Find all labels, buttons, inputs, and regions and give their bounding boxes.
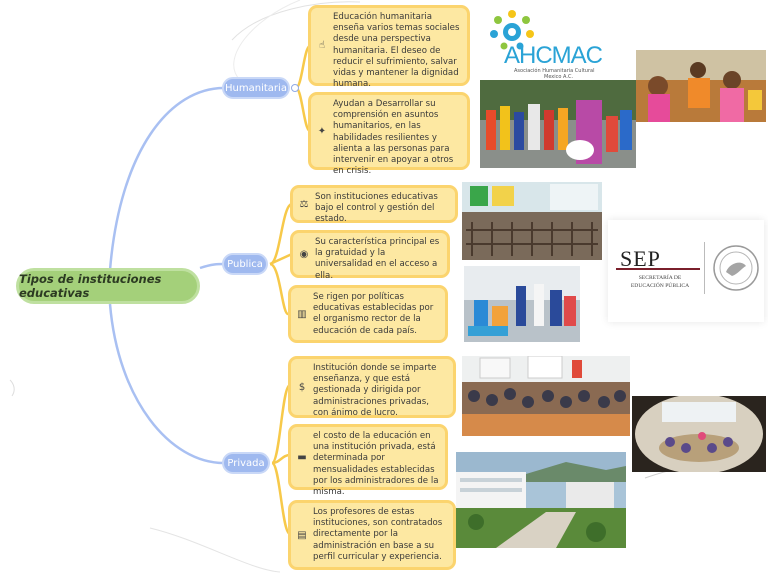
photo-volunteers-graphic [480, 80, 636, 168]
sep-logo-name: SEP [620, 246, 661, 271]
root-topic-label: Tipos de instituciones educativas [19, 272, 162, 300]
card-humanitaria-1[interactable]: ☝ Educación humanitaria enseña varios te… [308, 5, 470, 89]
sep-logo-line1: SECRETARÍA DE [638, 275, 682, 281]
person-icon: ✦ [317, 125, 327, 137]
photo-private-classroom-graphic [462, 356, 630, 436]
ahcmac-logo-name: AHCMAC [504, 42, 603, 69]
card-privada-1[interactable]: $ Institución donde se imparte enseñanza… [288, 356, 456, 418]
photo-volunteers [480, 80, 636, 168]
photo-students [464, 266, 580, 342]
eye-icon: ◉ [299, 248, 309, 260]
branch-humanitaria[interactable]: Humanitaria [222, 77, 290, 99]
branch-publica-label: Publica [227, 258, 263, 270]
photo-classroom-graphic [462, 182, 602, 260]
link-publica-card-2 [269, 252, 293, 266]
sep-logo: SEP SECRETARÍA DE EDUCACIÓN PÚBLICA [608, 220, 764, 322]
sep-seal-graphic [713, 245, 759, 291]
card-privada-3-text: Los profesores de estas instituciones, s… [313, 507, 443, 562]
link-root-privada [108, 303, 225, 465]
hand-icon: ☝ [318, 40, 326, 51]
photo-students-graphic [464, 266, 580, 342]
ahcmac-logo-suffix: Mexico A.C. [544, 74, 574, 80]
branch-humanitaria-label: Humanitaria [225, 82, 287, 94]
document-icon: ▤ [297, 529, 307, 541]
books-icon: ▥ [297, 308, 307, 320]
collapse-dot-humanitaria[interactable] [291, 84, 299, 92]
link-root-publica [199, 262, 225, 270]
branch-publica[interactable]: Publica [222, 253, 268, 275]
photo-classroom [462, 182, 602, 260]
ahcmac-logo-graphic [490, 10, 534, 50]
branch-privada[interactable]: Privada [222, 452, 270, 474]
card-privada-1-text: Institución donde se imparte enseñanza, … [313, 363, 437, 418]
card-publica-2-text: Su característica principal es la gratui… [315, 237, 440, 281]
card-publica-2[interactable]: ◉ Su característica principal es la grat… [290, 230, 450, 281]
card-humanitaria-2[interactable]: ✦ Ayudan a Desarrollar su comprensión en… [308, 92, 470, 176]
photo-fisheye-classroom [632, 396, 766, 472]
photo-campus [456, 452, 626, 548]
branch-privada-label: Privada [227, 457, 265, 469]
money-icon: ▬ [297, 451, 307, 463]
card-privada-2[interactable]: ▬ el costo de la educación en una instit… [288, 424, 448, 497]
decorative-stroke [9, 379, 15, 397]
sep-logo-line2: EDUCACIÓN PÚBLICA [630, 283, 690, 289]
card-publica-3-text: Se rigen por políticas educativas establ… [313, 292, 434, 336]
link-privada-card-3 [270, 461, 292, 536]
card-privada-3[interactable]: ▤ Los profesores de estas instituciones,… [288, 500, 456, 570]
card-publica-1[interactable]: ⚖ Son instituciones educativas bajo el c… [290, 185, 458, 224]
decorative-stroke [233, 0, 301, 81]
ahcmac-logo-subtitle: Asociación Humanitaria Cultural [514, 68, 595, 74]
sep-logo-rule [616, 268, 700, 270]
card-privada-2-text: el costo de la educación en una instituc… [313, 431, 439, 498]
link-root-humanitaria [108, 86, 225, 271]
decorative-stroke [149, 527, 281, 573]
photo-children-graphic [636, 50, 766, 122]
link-privada-card-1 [270, 383, 292, 465]
ahcmac-logo: AHCMAC Asociación Humanitaria Cultural M… [482, 6, 608, 80]
link-publica-card-3 [269, 262, 290, 316]
scale-icon: ⚖ [299, 198, 309, 210]
photo-fisheye-classroom-graphic [635, 396, 763, 472]
card-humanitaria-2-text: Ayudan a Desarrollar su comprensión en a… [333, 99, 454, 177]
card-publica-1-text: Son instituciones educativas bajo el con… [315, 192, 438, 225]
dollar-icon: $ [298, 381, 306, 393]
card-publica-3[interactable]: ▥ Se rigen por políticas educativas esta… [288, 285, 448, 343]
sep-logo-divider [704, 242, 705, 294]
decorative-stroke [231, 1, 361, 41]
photo-children [636, 50, 766, 122]
photo-private-classroom [462, 356, 630, 436]
photo-campus-graphic [456, 452, 626, 548]
card-humanitaria-1-text: Educación humanitaria enseña varios tema… [333, 12, 460, 90]
root-topic[interactable]: Tipos de instituciones educativas [16, 268, 200, 304]
